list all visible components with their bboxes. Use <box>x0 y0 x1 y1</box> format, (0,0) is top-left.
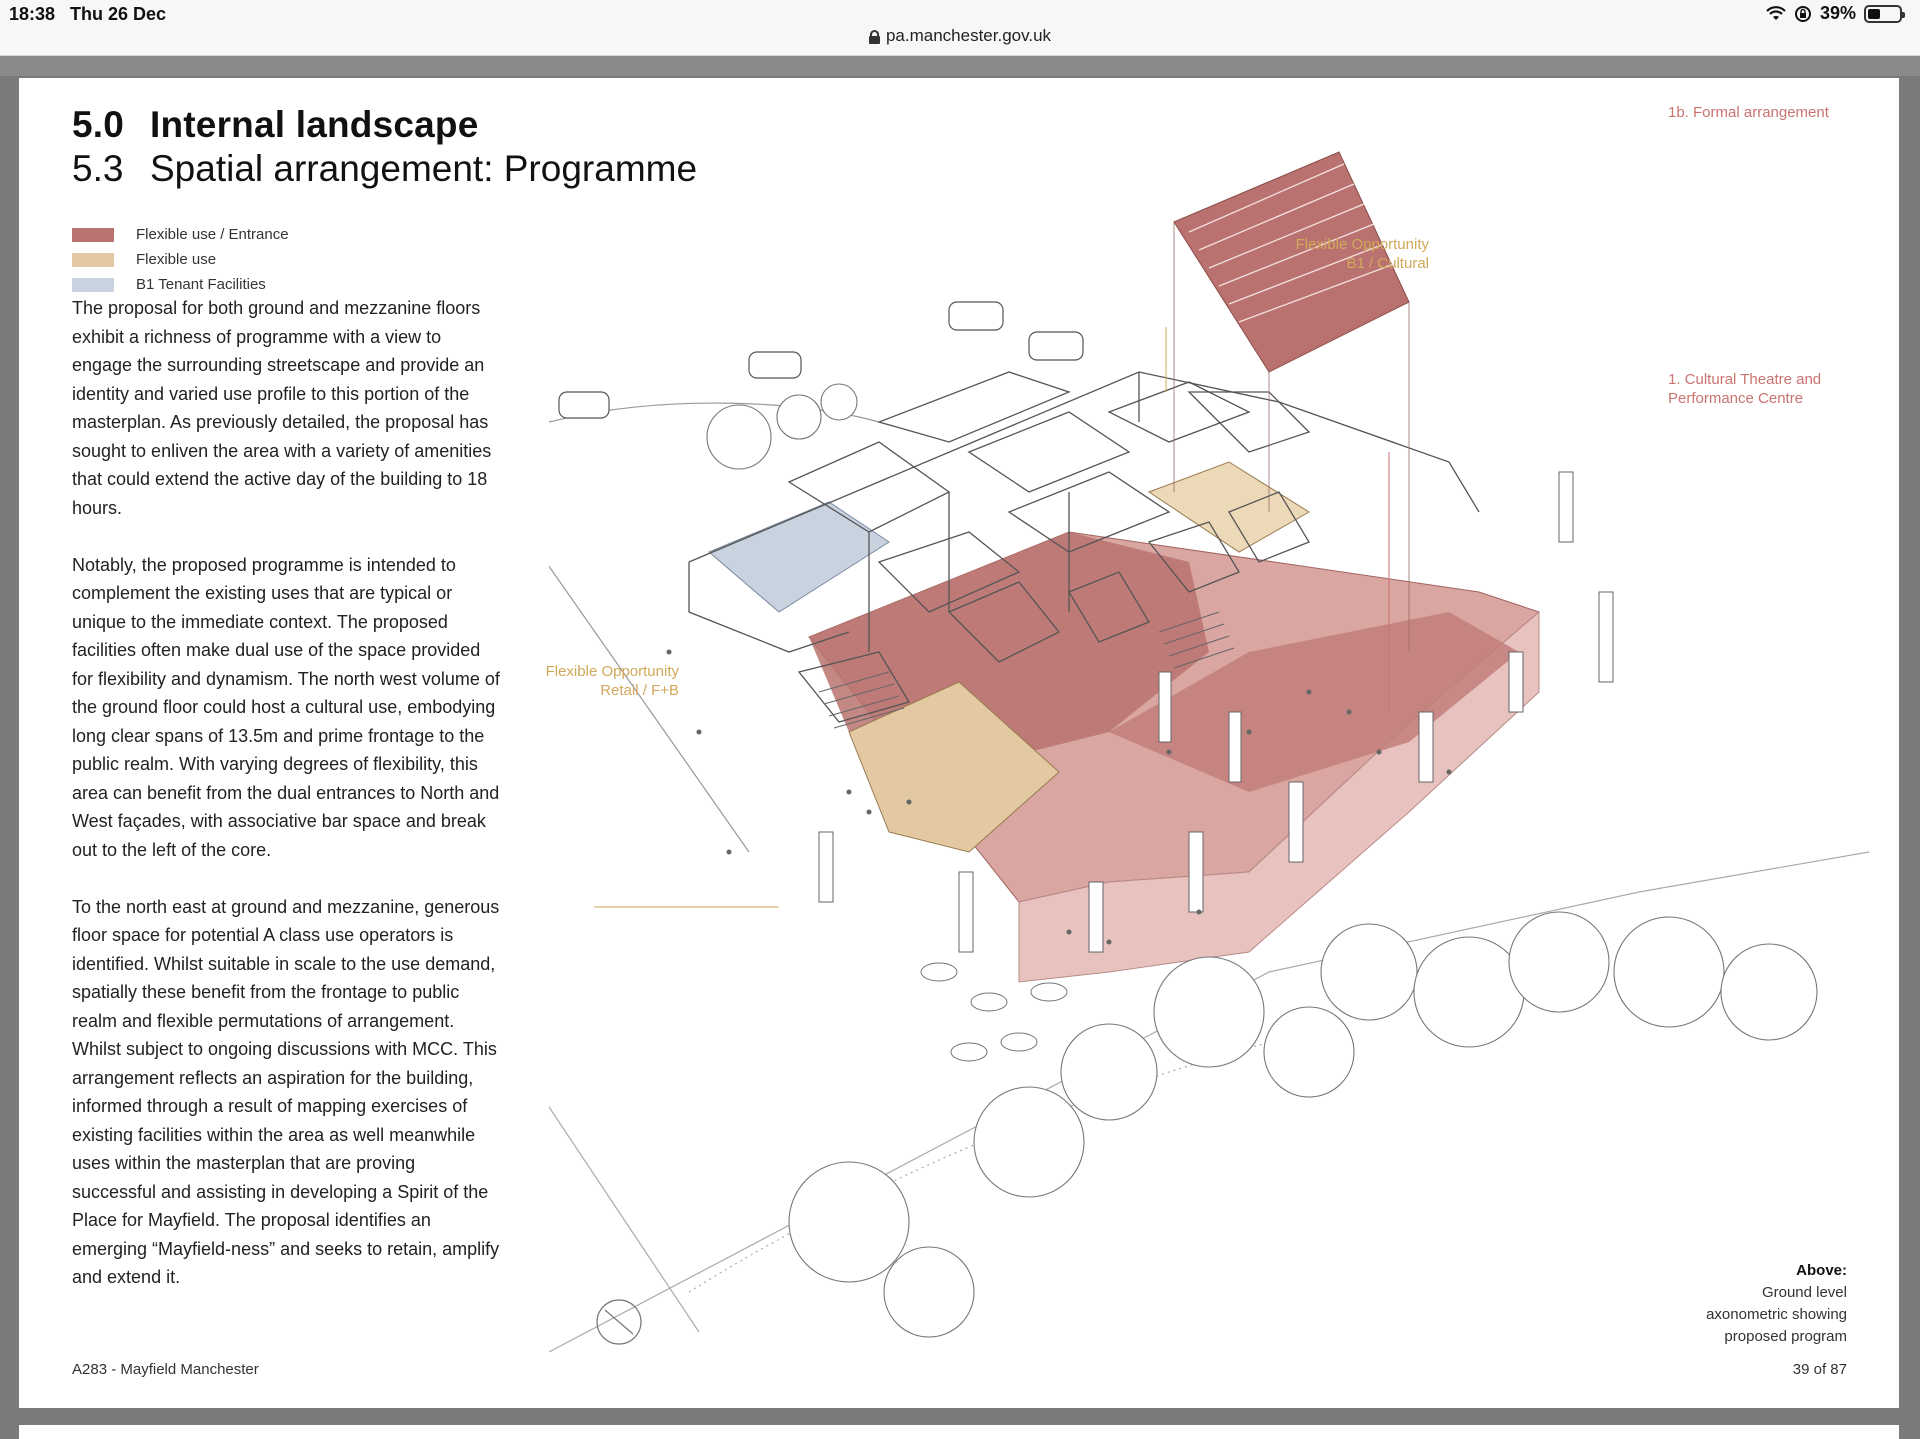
page-number: 39 of 87 <box>1792 1361 1847 1378</box>
annotation-line: Flexible Opportunity <box>1295 236 1429 253</box>
tenant-zone <box>708 501 890 613</box>
battery-icon <box>1864 4 1905 23</box>
annotation-line: B1 / Cultural <box>1346 255 1429 272</box>
legend-item: B1 Tenant Facilities <box>72 272 289 297</box>
rotation-lock-icon <box>1794 5 1811 22</box>
legend-item: Flexible use <box>72 247 289 272</box>
caption-title: Above: <box>1796 1262 1847 1279</box>
document-page[interactable]: 5.0 Internal landscape 5.3 Spatial arrange… <box>19 78 1899 1408</box>
page-subtitle-text: Spatial arrangement: Programme <box>150 148 698 189</box>
legend: Flexible use / Entrance Flexible use B1 … <box>72 222 289 297</box>
entrance-zone-east <box>1109 612 1519 792</box>
caption-line: axonometric showing <box>1706 1306 1847 1323</box>
caption-line: proposed program <box>1724 1328 1847 1345</box>
legend-swatch-tenant <box>72 277 114 292</box>
wifi-icon <box>1766 5 1786 20</box>
status-time: 18:38 <box>9 4 56 24</box>
page-title-text: Internal landscape <box>150 104 479 145</box>
annotation-cultural-theatre: 1. Cultural Theatre and Performance Cent… <box>1668 370 1821 408</box>
page-title: 5.0 Internal landscape <box>72 104 479 146</box>
annotation-retail-fb: Flexible Opportunity Retail / F+B <box>449 662 679 700</box>
legend-label: Flexible use / Entrance <box>136 226 289 243</box>
viewer-background <box>0 56 1920 76</box>
annotation-line: Performance Centre <box>1668 390 1804 407</box>
annotation-formal-arrangement: 1b. Formal arrangement <box>1668 104 1829 121</box>
legend-swatch-entrance <box>72 227 114 242</box>
url-text: pa.manchester.gov.uk <box>885 26 1052 45</box>
annotation-b1-cultural: Flexible Opportunity B1 / Cultural <box>1199 235 1429 273</box>
page-subtitle: 5.3 Spatial arrangement: Programme <box>72 148 697 190</box>
annotation-line: Flexible Opportunity <box>545 663 679 680</box>
caption-line: Ground level <box>1761 1284 1847 1301</box>
status-bar: 18:38 Thu 26 Dec 39% pa.manchester.gov.u… <box>0 0 1920 56</box>
paragraph: Notably, the proposed programme is inten… <box>72 554 500 860</box>
flexible-zone-cultural <box>1147 461 1310 553</box>
page-subtitle-number: 5.3 <box>72 148 124 189</box>
annotation-line: Retail / F+B <box>600 682 679 699</box>
battery-percent: 39% <box>1819 3 1856 23</box>
paragraph: To the north east at ground and mezzanin… <box>72 896 500 1288</box>
annotation-line: 1. Cultural Theatre and <box>1668 371 1822 388</box>
document-footer-title: A283 - Mayfield Manchester <box>72 1361 259 1378</box>
legend-item: Flexible use / Entrance <box>72 222 289 247</box>
next-page-edge <box>19 1425 1899 1439</box>
figure-caption: Above: Ground level axonometric showing … <box>1706 1260 1847 1348</box>
body-text: The proposal for both ground and mezzani… <box>72 294 504 1292</box>
status-date: Thu 26 Dec <box>70 4 167 24</box>
status-indicators: 39% <box>1766 3 1905 24</box>
lock-icon <box>868 29 880 44</box>
flexible-zone-retail <box>848 681 1060 853</box>
legend-swatch-flexible <box>72 252 114 267</box>
paragraph: The proposal for both ground and mezzani… <box>72 298 492 518</box>
legend-label: B1 Tenant Facilities <box>136 276 266 293</box>
axonometric-drawing <box>549 151 1869 1352</box>
legend-label: Flexible use <box>136 251 217 268</box>
page-title-number: 5.0 <box>72 104 125 145</box>
address-bar[interactable]: pa.manchester.gov.uk <box>0 26 1920 46</box>
